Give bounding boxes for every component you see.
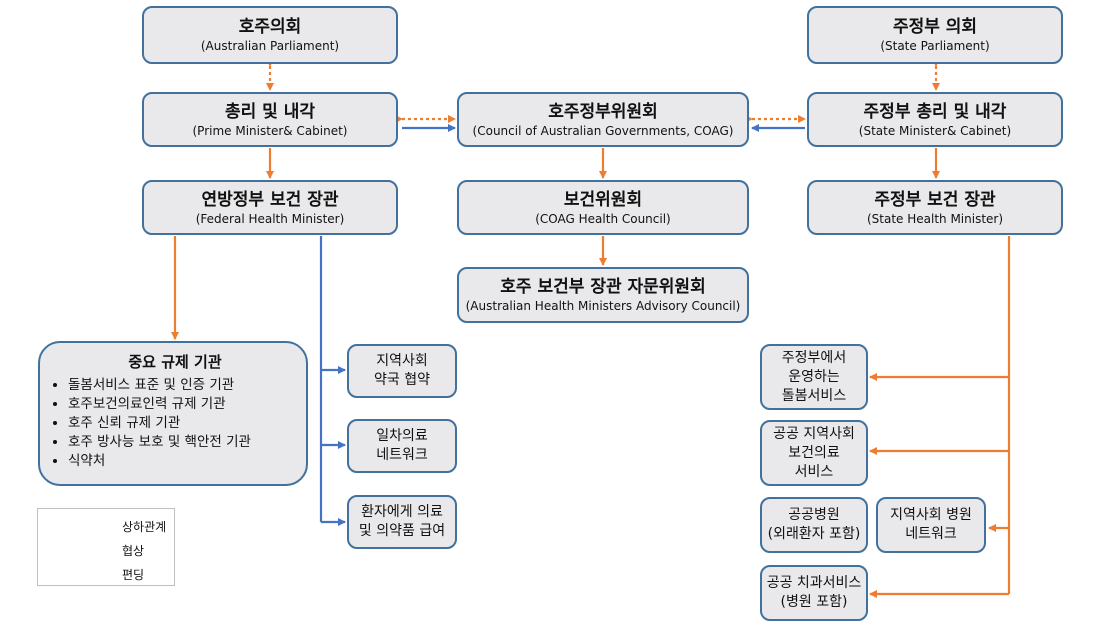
ahmac-en: (Australian Health Ministers Advisory Co…	[465, 299, 741, 313]
state-cabinet-box: 주정부 총리 및 내각 (State Minister& Cabinet)	[807, 92, 1063, 147]
coag-health-ko: 보건위원회	[563, 189, 643, 210]
community-health-line2: 보건의료	[788, 444, 840, 461]
key-regulators-box: 중요 규제 기관 돌봄서비스 표준 및 인증 기관 호주보건의료인력 규제 기관…	[38, 341, 308, 486]
key-regulators-title: 중요 규제 기관	[128, 353, 222, 371]
pm-cabinet-en: (Prime Minister& Cabinet)	[192, 123, 348, 138]
state-parliament-box: 주정부 의회 (State Parliament)	[807, 6, 1063, 64]
community-pharmacy-line2: 약국 협약	[374, 372, 430, 388]
primary-care-line2: 네트워크	[376, 447, 428, 463]
public-hospital-box: 공공병원 (외래환자 포함)	[760, 497, 868, 553]
pm-cabinet-box: 총리 및 내각 (Prime Minister& Cabinet)	[142, 92, 398, 147]
public-community-health-box: 공공 지역사회 보건의료 서비스	[760, 420, 868, 486]
legend-negotiation-label: 협상	[122, 544, 145, 558]
federal-health-ko: 연방정부 보건 장관	[201, 189, 339, 210]
australian-parliament-ko: 호주의회	[238, 17, 302, 37]
ahmac-ko: 호주 보건부 장관 자문위원회	[500, 277, 706, 297]
state-health-en: (State Health Minister)	[866, 211, 1004, 226]
regulator-item: 호주보건의료인력 규제 기관	[68, 395, 251, 414]
primary-care-network-box: 일차의료 네트워크	[347, 419, 457, 473]
coag-ko: 호주정부위원회	[548, 101, 658, 122]
community-pharmacy-line1: 지역사회	[376, 353, 428, 369]
public-dental-line1: 공공 치과서비스	[766, 575, 862, 591]
regulator-item: 식약처	[68, 452, 251, 471]
ahmac-box: 호주 보건부 장관 자문위원회 (Australian Health Minis…	[457, 267, 749, 323]
state-cabinet-ko: 주정부 총리 및 내각	[863, 101, 1007, 122]
community-hospital-line1: 지역사회 병원	[890, 507, 972, 523]
patient-benefits-line1: 환자에게 의료	[361, 504, 443, 520]
regulator-item: 호주 방사능 보호 및 핵안전 기관	[68, 433, 251, 452]
state-care-services-box: 주정부에서 운영하는 돌봄서비스	[760, 344, 868, 410]
regulator-item: 돌봄서비스 표준 및 인증 기관	[68, 376, 251, 395]
coag-health-council-box: 보건위원회 (COAG Health Council)	[457, 180, 749, 235]
patient-benefits-box: 환자에게 의료 및 의약품 급여	[347, 495, 457, 549]
federal-health-en: (Federal Health Minister)	[195, 211, 345, 226]
state-care-line1: 주정부에서	[781, 349, 847, 366]
state-cabinet-en: (State Minister& Cabinet)	[858, 123, 1012, 138]
australian-parliament-en: (Australian Parliament)	[200, 39, 340, 53]
state-health-ko: 주정부 보건 장관	[874, 189, 996, 210]
australian-parliament-box: 호주의회 (Australian Parliament)	[142, 6, 398, 64]
patient-benefits-line2: 및 의약품 급여	[358, 523, 446, 539]
community-health-line1: 공공 지역사회	[773, 425, 855, 442]
pm-cabinet-ko: 총리 및 내각	[224, 101, 316, 122]
regulator-item: 호주 신뢰 규제 기관	[68, 414, 251, 433]
community-pharmacy-box: 지역사회 약국 협약	[347, 344, 457, 398]
state-parliament-en: (State Parliament)	[880, 39, 990, 53]
legend-funding-label: 편딩	[122, 568, 145, 582]
public-dental-box: 공공 치과서비스 (병원 포함)	[760, 565, 868, 621]
coag-box: 호주정부위원회 (Council of Australian Governmen…	[457, 92, 749, 147]
primary-care-line1: 일차의료	[376, 428, 428, 444]
state-care-line3: 돌봄서비스	[781, 387, 847, 404]
community-hospital-line2: 네트워크	[905, 526, 957, 542]
state-parliament-ko: 주정부 의회	[892, 17, 978, 37]
federal-health-minister-box: 연방정부 보건 장관 (Federal Health Minister)	[142, 180, 398, 235]
public-hospital-line2: (외래환자 포함)	[767, 526, 861, 542]
community-hospital-network-box: 지역사회 병원 네트워크	[876, 497, 986, 553]
public-dental-line2: (병원 포함)	[780, 594, 848, 610]
public-hospital-line1: 공공병원	[788, 507, 840, 523]
coag-en: (Council of Australian Governments, COAG…	[472, 123, 734, 138]
state-health-minister-box: 주정부 보건 장관 (State Health Minister)	[807, 180, 1063, 235]
legend: 상하관계 협상 편딩	[37, 508, 175, 586]
coag-health-en: (COAG Health Council)	[535, 211, 671, 226]
legend-hierarchy-label: 상하관계	[122, 520, 167, 534]
state-care-line2: 운영하는	[788, 368, 840, 385]
key-regulators-list: 돌봄서비스 표준 및 인증 기관 호주보건의료인력 규제 기관 호주 신뢰 규제…	[54, 376, 251, 471]
community-health-line3: 서비스	[794, 463, 834, 480]
